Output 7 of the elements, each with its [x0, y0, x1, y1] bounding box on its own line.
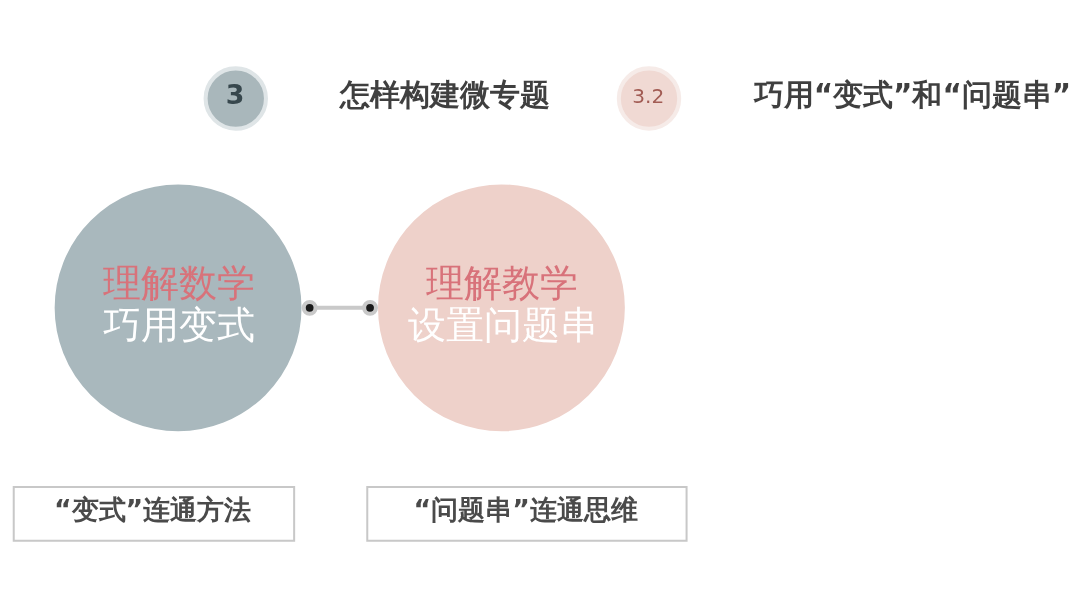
- node-box: “变式”连通方法: [12, 485, 296, 542]
- node-circle: 3.2: [616, 65, 682, 131]
- node-circle: 3: [203, 65, 268, 131]
- node-box: “问题串”连通思维: [366, 485, 688, 542]
- connector: [301, 299, 378, 316]
- node-label: 巧用“变式”和“问题串”: [753, 77, 1072, 112]
- node-label: 怎样构建微专题: [339, 77, 550, 112]
